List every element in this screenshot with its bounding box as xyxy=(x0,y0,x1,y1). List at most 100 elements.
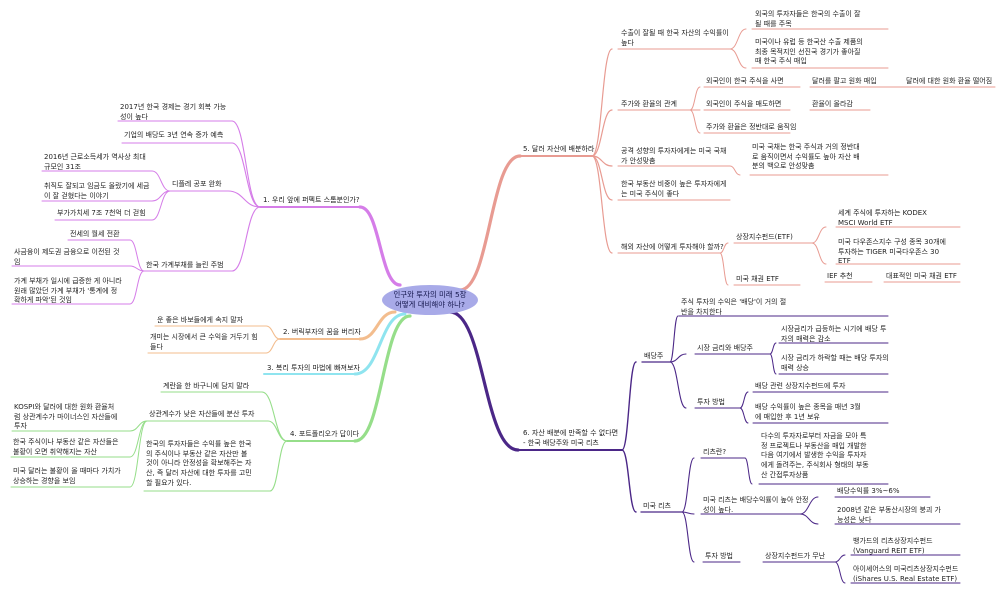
b1-deflation[interactable]: 디플레 공포 완화 xyxy=(172,180,222,188)
connector-line xyxy=(129,420,148,488)
connector-line xyxy=(261,391,288,442)
b4-correlation-3[interactable]: 미국 달러는 불황이 올 때마다 가치가 상승하는 경향을 보임 xyxy=(13,467,121,485)
connector-line xyxy=(681,457,695,513)
connector-line xyxy=(739,407,749,424)
b5-overseas[interactable]: 해외 자산에 어떻게 투자해야 할까? xyxy=(621,243,724,251)
b5-fx-sell-a[interactable]: 환율이 올라감 xyxy=(812,100,853,108)
b5-fx-opposite[interactable]: 주가와 환율은 정반대로 움직임 xyxy=(706,123,797,131)
b1-household-1[interactable]: 전세의 월세 전환 xyxy=(70,230,120,238)
connector-line xyxy=(231,120,261,208)
b5-bond-ief[interactable]: IEF 추천 xyxy=(827,272,853,280)
central-topic[interactable]: 인구와 투자의 미래 5장 어떻게 대비해야 하나? xyxy=(382,285,478,315)
b6-reits-ishares[interactable]: 아이셰어스의 미국리츠상장지수펀드 (iShares U.S. Real Est… xyxy=(853,565,959,583)
b1-note-dividend[interactable]: 기업의 배당도 3년 연속 증가 예측 xyxy=(124,131,224,139)
connector-line xyxy=(669,353,687,363)
b6-reits-what[interactable]: 리츠란? xyxy=(703,448,727,456)
connector-line xyxy=(458,154,522,292)
b5-etf-msci[interactable]: 세계 주식에 투자하는 KODEX MSCI World ETF xyxy=(838,209,927,227)
connector-line xyxy=(719,242,729,254)
branch-6-title[interactable]: 6. 자산 배분에 만족할 수 없다면 - 한국 배당주와 미국 리츠 xyxy=(523,429,619,447)
connector-line xyxy=(129,265,145,272)
connector-line xyxy=(353,314,412,443)
branch-3-title[interactable]: 3. 복리 투자의 마법에 빠져보자 xyxy=(267,364,360,372)
b1-deflation-2[interactable]: 취직도 잘되고 임금도 올랐기에 세금 이 잘 걷혔다는 이야기 xyxy=(44,182,150,200)
connector-line xyxy=(799,496,819,515)
b5-stock-fx[interactable]: 주가와 환율의 관계 xyxy=(621,100,677,108)
b4-correlation[interactable]: 상관계수가 낮은 자산들에 분산 투자 xyxy=(149,410,255,418)
connector-line xyxy=(681,511,695,515)
b5-aggressive[interactable]: 공격 성향의 투자자에게는 미국 국채 가 안성맞춤 xyxy=(621,147,727,165)
b5-etf-dow[interactable]: 미국 다우존스지수 구성 종목 30개에 투자하는 TIGER 미국다우존스 3… xyxy=(838,238,946,266)
b6-dividend-method[interactable]: 투자 방법 xyxy=(697,398,725,406)
b6-method-etf[interactable]: 배당 관련 상장지수펀드에 투자 xyxy=(755,382,846,390)
b4-note-dollar[interactable]: 한국의 투자자들은 수익률 높은 한국 의 주식이나 부동산 같은 자산만 볼 … xyxy=(146,440,252,487)
b5-bond-etf[interactable]: 미국 채권 ETF xyxy=(736,275,779,283)
b6-reits-etf[interactable]: 상장지수펀드가 무난 xyxy=(765,552,826,560)
b5-fx-buy[interactable]: 외국인이 한국 주식을 사면 xyxy=(706,77,784,85)
connector-line xyxy=(358,310,397,341)
connector-line xyxy=(227,190,261,208)
b6-rate-down[interactable]: 시장 금리가 하락할 때는 배당 투자의 매력 상승 xyxy=(781,354,889,372)
branch-2-title[interactable]: 2. 버릭부자의 꿈을 버리자 xyxy=(283,328,361,336)
b5-export-2[interactable]: 미국이나 유럽 등 한국산 수출 제품의 최종 목적지인 선진국 경기가 좋아질… xyxy=(755,38,863,66)
b5-fx-sell[interactable]: 외국인이 주식을 매도하면 xyxy=(706,100,782,108)
connector-line xyxy=(669,361,687,409)
connector-line xyxy=(799,513,819,525)
connector-line xyxy=(669,315,679,363)
b6-reits[interactable]: 미국 리츠 xyxy=(643,502,671,510)
b5-aggressive-1[interactable]: 미국 국채는 한국 주식과 거의 정반대 로 움직이면서 수익률도 높아 자산 … xyxy=(752,143,860,171)
connector-line xyxy=(591,155,613,201)
connector-line xyxy=(267,420,288,442)
b5-fx-buy-b[interactable]: 달러에 대한 원화 환율 떨어짐 xyxy=(906,77,993,85)
b6-rate-up[interactable]: 시장금리가 급등하는 시기에 배당 투 자의 매력은 감소 xyxy=(781,325,887,343)
connector-line xyxy=(689,86,701,111)
b6-reits-yield[interactable]: 배당수익률 3%~6% xyxy=(837,487,900,495)
b5-export[interactable]: 수출이 잘될 때 한국 자산의 수익률이 높다 xyxy=(621,29,729,47)
branch-4-title[interactable]: 4. 포트폴리오가 답이다 xyxy=(290,430,360,438)
connector-line xyxy=(269,440,288,492)
b6-reits-stable[interactable]: 미국 리츠는 배당수익률이 높아 안정 성이 높다. xyxy=(703,496,809,514)
b2-note-1[interactable]: 운 좋은 바보들에게 속지 말자 xyxy=(157,316,244,324)
b1-household-2[interactable]: 사금융이 제도권 금융으로 이전된 것 임 xyxy=(14,248,120,266)
b4-note-eggs[interactable]: 계란을 한 바구니에 담지 말라 xyxy=(163,382,250,390)
connector-line xyxy=(769,342,777,355)
connector-line xyxy=(265,325,281,340)
connector-line xyxy=(729,48,747,69)
b1-deflation-3[interactable]: 부가가치세 7조 7천억 더 걷힘 xyxy=(57,209,146,217)
b6-rate[interactable]: 시장 금리와 배당주 xyxy=(697,344,753,352)
b1-household-3[interactable]: 가계 부채가 일시에 급증한 게 아니라 원래 많았던 가계 부채가 '통계에 … xyxy=(14,277,122,305)
b6-reits-vanguard[interactable]: 뱅가드의 리츠상장지수펀드 (Vanguard REIT ETF) xyxy=(853,537,933,555)
connector-line xyxy=(739,391,749,409)
b1-note-economy[interactable]: 2017년 한국 경제는 경기 회복 가능 성이 높다 xyxy=(120,103,227,121)
connector-line xyxy=(129,270,145,305)
b1-deflation-1[interactable]: 2016년 근로소득세가 역사상 최대 규모인 31조 xyxy=(44,153,146,171)
branch-1-title[interactable]: 1. 우리 앞에 퍼펙트 스톰분인가? xyxy=(263,196,360,204)
b6-dividend[interactable]: 배당주 xyxy=(644,352,664,360)
b4-correlation-2[interactable]: 한국 주식이나 부동산 같은 자산들은 불황이 오면 취약해지는 자산 xyxy=(13,438,119,456)
connector-line xyxy=(151,190,171,221)
b5-export-1[interactable]: 외국의 투자자들은 한국의 수출이 잘 될 때를 주목 xyxy=(755,10,861,28)
connector-line xyxy=(811,226,827,244)
b2-note-2[interactable]: 개미는 시장에서 큰 수익을 거두기 힘 들다 xyxy=(150,333,258,351)
b6-reits-what-desc[interactable]: 다수의 투자자로부터 자금을 모아 특 정 프로젝트나 부동산을 매입 개발한 … xyxy=(761,432,869,479)
b5-korea-realestate[interactable]: 한국 부동산 비중이 높은 투자자에게 는 미국 주식이 좋다 xyxy=(621,180,727,198)
b6-method-buy[interactable]: 배당 수익률이 높은 종목을 매년 3월 에 매입한 후 1년 보유 xyxy=(755,403,861,421)
b5-bond-desc[interactable]: 대표적인 미국 채권 ETF xyxy=(886,272,957,280)
b5-fx-buy-a[interactable]: 달러를 팔고 원화 매입 xyxy=(812,77,877,85)
connector-line xyxy=(834,554,846,563)
connector-line xyxy=(729,165,741,176)
connector-line xyxy=(358,205,402,287)
b1-household-debt[interactable]: 한국 가계부채를 늘린 주범 xyxy=(146,261,224,269)
connector-line xyxy=(448,310,520,452)
b6-reits-method[interactable]: 투자 방법 xyxy=(705,552,733,560)
branch-5-title[interactable]: 5. 달러 자산에 배분하라 xyxy=(523,145,595,153)
connector-line xyxy=(151,170,171,192)
connector-line xyxy=(621,361,637,451)
b5-etf[interactable]: 상장지수펀드(ETF) xyxy=(736,233,793,241)
connector-line xyxy=(811,242,827,265)
b4-correlation-1[interactable]: KOSPI와 달러에 대한 원화 환율처 럼 상관계수가 마이너스인 자산들에 … xyxy=(14,403,118,431)
b6-reits-collapse[interactable]: 2008년 같은 부동산시장의 붕괴 가 능성은 낮다 xyxy=(837,506,941,524)
b6-dividend-1[interactable]: 주식 투자의 수익은 '배당'이 거의 절 반을 차지한다 xyxy=(681,298,787,316)
